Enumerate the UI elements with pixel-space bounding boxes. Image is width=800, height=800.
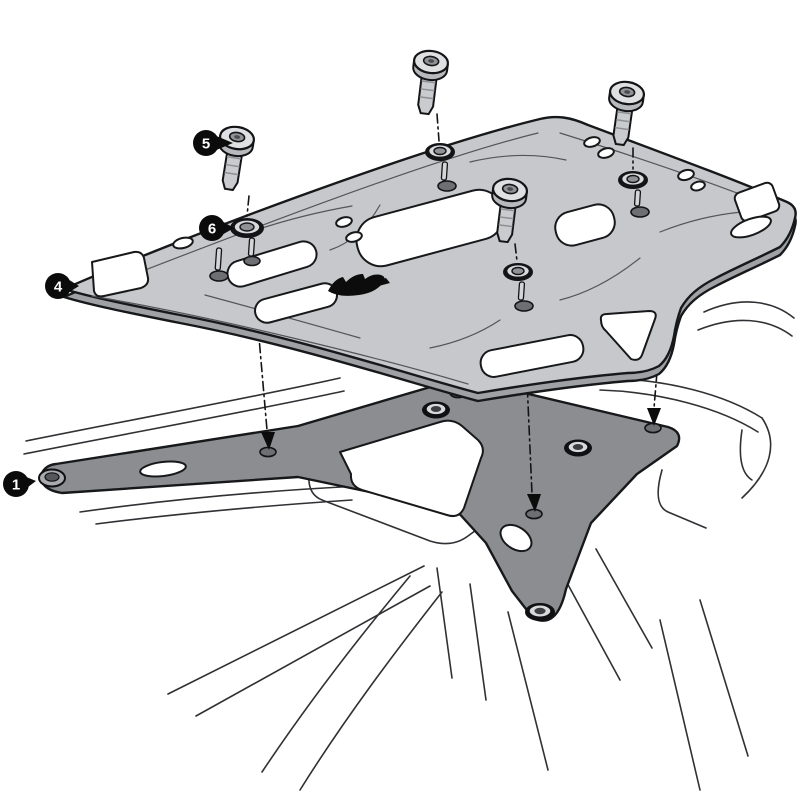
adapter-bracket bbox=[38, 379, 681, 622]
assembly-arrow bbox=[527, 494, 541, 512]
button-head-screw bbox=[491, 177, 529, 244]
plate-screw-hole bbox=[514, 300, 534, 312]
callout-6-label: 6 bbox=[208, 221, 216, 238]
screws bbox=[218, 49, 646, 244]
plate-washers bbox=[214, 143, 648, 301]
callout-4: 4 bbox=[45, 273, 79, 299]
plate-screw-hole bbox=[243, 255, 261, 267]
bracket-grommet bbox=[525, 603, 555, 621]
callout-6: 6 bbox=[199, 215, 234, 241]
brand-logo bbox=[328, 274, 390, 296]
bracket-arm-slot bbox=[139, 460, 187, 478]
rubber-washer bbox=[503, 263, 533, 281]
adapter-bracket-body bbox=[40, 379, 681, 622]
plate-handle-cutout bbox=[91, 250, 150, 298]
callout-4-label: 4 bbox=[54, 279, 63, 296]
assembly-guide-lines-upper bbox=[246, 113, 634, 262]
bracket-center-cutout bbox=[339, 419, 484, 518]
button-head-screw bbox=[218, 125, 255, 192]
bracket-leg-slot bbox=[499, 523, 533, 553]
bracket-screw-hole bbox=[525, 508, 543, 520]
plate-screw-hole bbox=[630, 206, 650, 218]
button-head-screw bbox=[608, 80, 646, 147]
assembly-arrow bbox=[261, 432, 275, 450]
plate-cutouts bbox=[91, 136, 781, 378]
rubber-washer bbox=[618, 171, 648, 189]
rubber-washer bbox=[425, 143, 455, 161]
callout-5: 5 bbox=[193, 130, 233, 156]
bracket-fixing-bolt bbox=[38, 468, 66, 488]
plate-triangle-cutout bbox=[599, 310, 657, 361]
bracket-grommet bbox=[422, 401, 450, 419]
callout-5-label: 5 bbox=[202, 136, 210, 153]
bracket-screw-hole bbox=[259, 446, 277, 458]
assembly-arrow bbox=[647, 408, 661, 426]
rubber-washer bbox=[230, 218, 264, 238]
button-head-screw bbox=[412, 49, 450, 116]
callout-1-label: 1 bbox=[12, 477, 20, 494]
plate-screw-hole bbox=[437, 180, 457, 192]
plate-screw-hole bbox=[209, 270, 229, 282]
bracket-grommet bbox=[564, 439, 592, 457]
callout-1: 1 bbox=[3, 471, 36, 497]
callouts: 1 4 5 6 bbox=[3, 130, 234, 497]
top-rack-plate bbox=[60, 115, 797, 403]
bracket-screw-hole bbox=[644, 422, 662, 434]
